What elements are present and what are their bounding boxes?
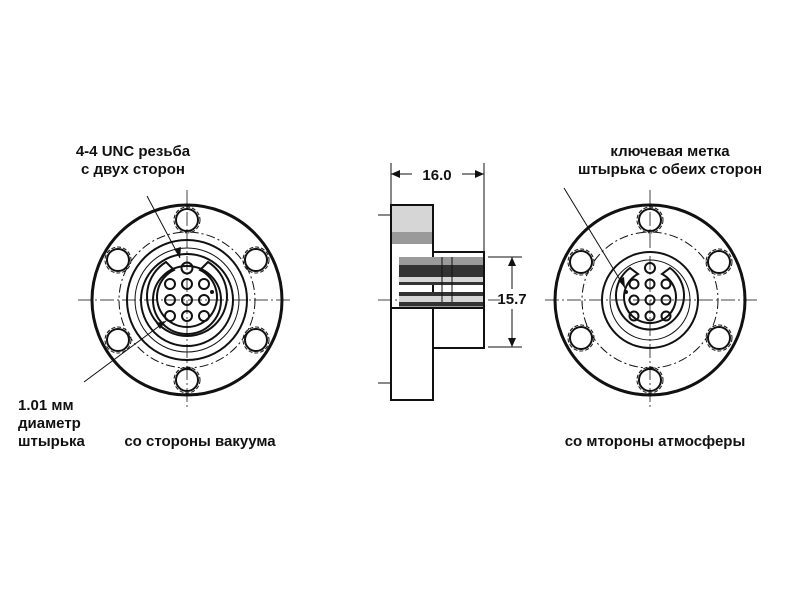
atmosphere-side-view (545, 187, 760, 410)
pin-key-mark (210, 290, 214, 294)
height-dimension-label: 15.7 (497, 291, 526, 308)
flange-outline (90, 203, 284, 397)
bolt-hole (567, 248, 595, 276)
pin (628, 310, 640, 322)
pin (660, 294, 672, 306)
atmosphere-side-label: со мтороны атмосферы (564, 433, 746, 450)
section-view (378, 163, 532, 401)
pin-key-mark (624, 290, 628, 294)
bolt-hole (636, 366, 664, 394)
pin (198, 294, 210, 306)
pin-diameter-leader (83, 320, 167, 383)
pin (644, 262, 656, 274)
pin-key-label: ключевая метка штырька с обеих сторон (560, 143, 780, 179)
pin (644, 294, 656, 306)
pin (644, 310, 656, 322)
bolt-hole (705, 248, 733, 276)
thread-label: 4-4 UNC резьба с двух сторон (58, 143, 208, 179)
bolt-hole (705, 324, 733, 352)
pin-diameter-label-line-3: штырька (18, 433, 85, 450)
vacuum-side-label: со стороны вакуума (124, 433, 276, 450)
pin (164, 310, 176, 322)
pin (164, 294, 176, 306)
thread-label-line-2: с двух сторон (81, 161, 185, 178)
bolt-hole (104, 246, 132, 274)
pin (198, 310, 210, 322)
pin (628, 294, 640, 306)
bolt-hole (636, 206, 664, 234)
pin (660, 310, 672, 322)
pin (180, 261, 194, 275)
pin-key-leader (563, 187, 626, 289)
pin-array (624, 262, 672, 322)
pin-diameter-label-line-1: 1.01 мм (18, 397, 74, 414)
pin-key-label-line-2: штырька с обеих сторон (577, 161, 763, 178)
pin-diameter-label: 1.01 мм диаметр штырька (18, 397, 118, 451)
pin (181, 294, 193, 306)
vacuum-side-view (78, 190, 290, 410)
pin (198, 278, 210, 290)
pin-key-label-line-1: ключевая метка (610, 143, 730, 160)
bolt-hole (173, 366, 201, 394)
thread-leader (146, 195, 181, 259)
bolt-hole (567, 324, 595, 352)
pin (181, 278, 193, 290)
pin (164, 278, 176, 290)
flange-outline (553, 203, 747, 397)
pin (660, 278, 672, 290)
pin (181, 310, 193, 322)
pin-diameter-label-line-2: диаметр (18, 415, 81, 432)
pin-array (164, 261, 214, 322)
pin (628, 278, 640, 290)
pin (644, 278, 656, 290)
bolt-hole (104, 326, 132, 354)
bolt-hole (242, 246, 270, 274)
thread-label-line-1: 4-4 UNC резьба (75, 143, 191, 160)
bolt-hole (242, 326, 270, 354)
bolt-hole (173, 206, 201, 234)
width-dimension-label: 16.0 (422, 167, 451, 184)
